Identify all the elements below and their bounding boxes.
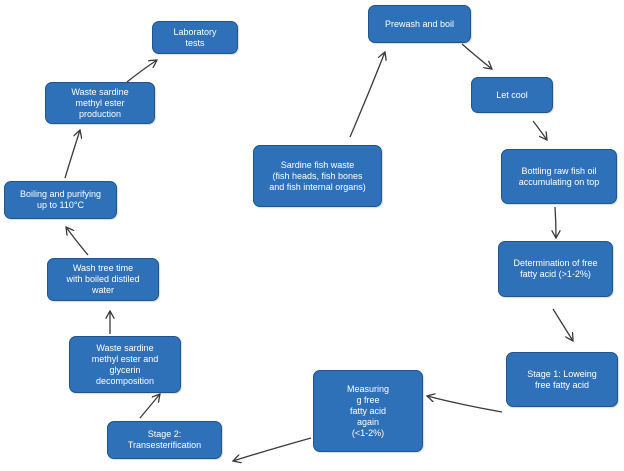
- node-boiling-purifying: Boiling and purifying up to 110°C: [4, 181, 117, 219]
- arrow-boiling-to-methylester: [64, 130, 80, 179]
- arrow-methylester-to-lab: [126, 60, 157, 83]
- node-determination: Determination of free fatty acid (>1-2%): [498, 241, 613, 297]
- node-sardine-fish-waste: Sardine fish waste (fish heads, fish bon…: [253, 145, 382, 207]
- node-decomposition: Waste sardine methyl ester and glycerin …: [69, 336, 181, 393]
- node-wash-tree-time: Wash tree time with boiled distiled wate…: [47, 258, 159, 301]
- arrow-stage2-to-decomposition: [139, 394, 160, 419]
- node-prewash-boil: Prewash and boil: [368, 5, 471, 43]
- node-measuring-again: Measuring g free fatty acid again (<1-2%…: [313, 370, 423, 452]
- arrow-prewash-to-cool: [461, 43, 492, 69]
- node-stage1-lowering: Stage 1: Loweing free fatty acid: [506, 352, 618, 407]
- arrow-bottling-to-determination: [555, 206, 556, 238]
- node-stage2-transesterification: Stage 2: Transesterification: [107, 421, 222, 459]
- arrow-stage1-to-measuring: [427, 396, 503, 413]
- node-laboratory-tests: Laboratory tests: [152, 21, 238, 54]
- arrow-wash-to-boiling: [66, 227, 89, 256]
- arrow-sardine-to-prewash: [349, 52, 385, 138]
- arrow-measuring-to-stage2: [233, 437, 312, 461]
- arrow-cool-to-bottling: [532, 120, 547, 140]
- node-let-cool: Let cool: [471, 77, 553, 113]
- arrow-determination-to-stage1: [552, 308, 573, 341]
- node-bottling: Bottling raw fish oil accumulating on to…: [501, 149, 617, 204]
- node-methyl-ester-production: Waste sardine methyl ester production: [45, 82, 155, 124]
